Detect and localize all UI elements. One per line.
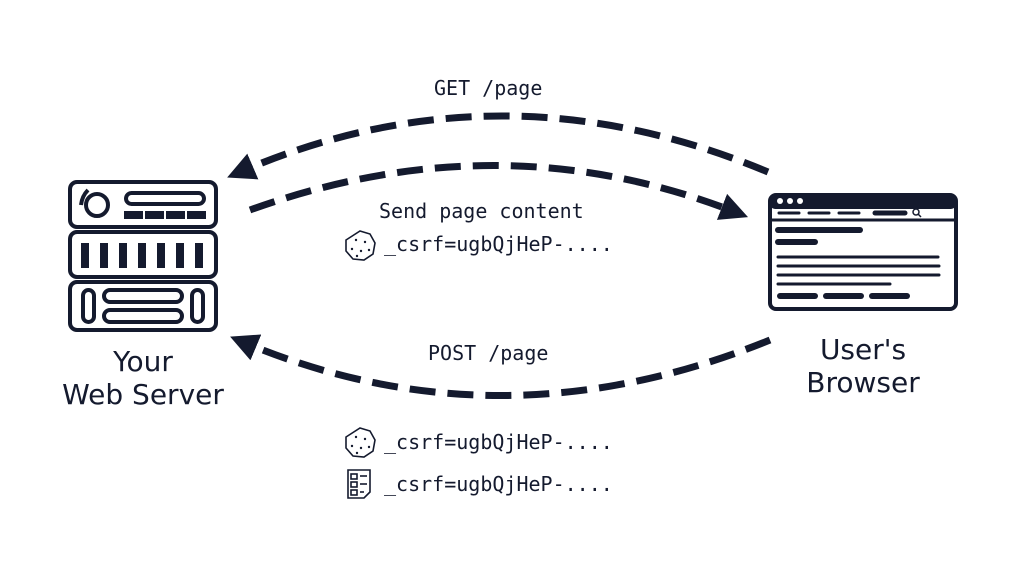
form-icon xyxy=(347,469,371,499)
post-form-value: _csrf=ugbQjHeP-.... xyxy=(384,472,613,496)
get-request-label: GET /page xyxy=(434,76,543,100)
post-request-label: POST /page xyxy=(428,341,549,365)
browser-label-line2: Browser xyxy=(806,366,920,399)
cookie-icon xyxy=(345,230,376,261)
server-label-line2: Web Server xyxy=(62,378,224,411)
post-arrow xyxy=(230,334,772,399)
cookie-icon xyxy=(345,427,376,458)
response-arrow xyxy=(248,162,749,220)
server-label-line1: Your xyxy=(113,345,173,378)
response-label: Send page content xyxy=(379,199,584,223)
post-cookie-value: _csrf=ugbQjHeP-.... xyxy=(384,430,613,454)
browser-label-line1: User's xyxy=(819,333,907,366)
server-label: Your Web Server xyxy=(43,345,243,411)
server-icon xyxy=(68,180,218,332)
browser-icon xyxy=(768,193,958,311)
response-cookie-value: _csrf=ugbQjHeP-.... xyxy=(384,232,613,256)
get-arrow xyxy=(227,112,770,180)
browser-label: User's Browser xyxy=(763,333,963,399)
